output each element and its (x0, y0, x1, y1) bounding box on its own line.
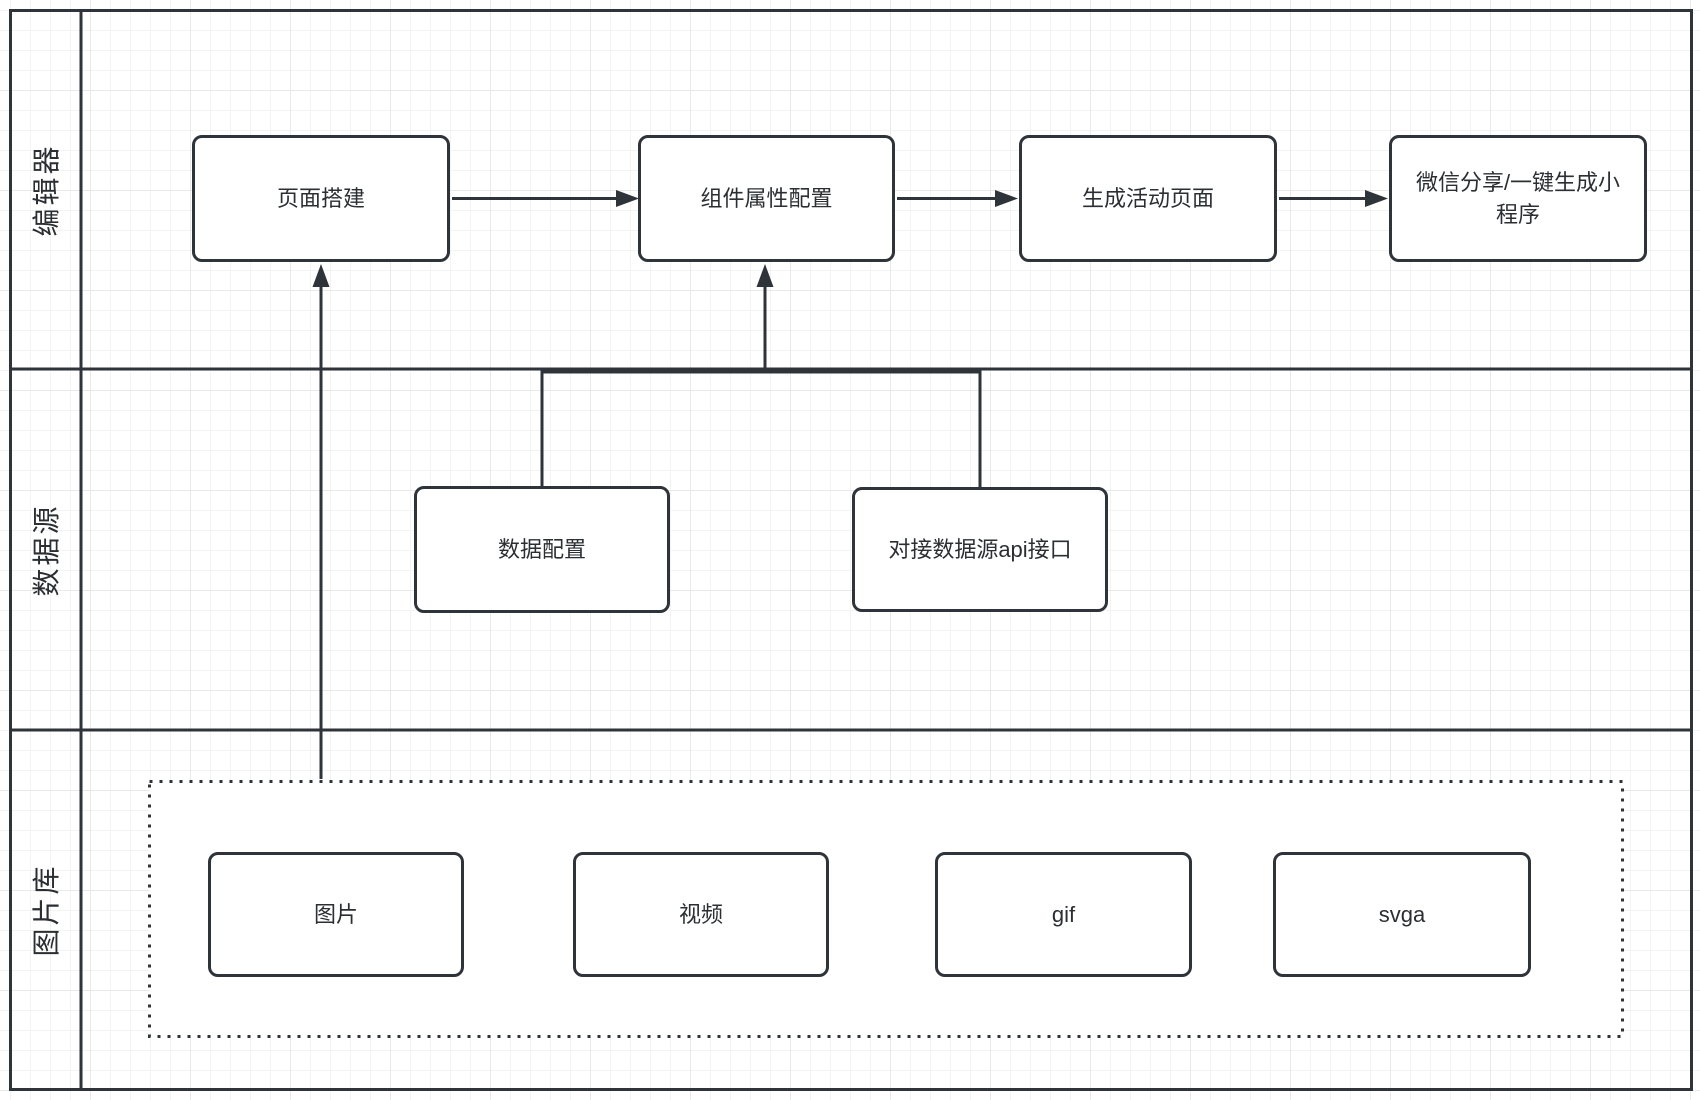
arrowhead-page-to-component (616, 190, 639, 207)
node-gif[interactable]: gif (935, 852, 1192, 977)
arrowhead-datasource-to-component (756, 264, 774, 287)
diagram-outer-frame (9, 9, 1693, 1091)
node-page-build[interactable]: 页面搭建 (192, 135, 450, 262)
node-datasource-api[interactable]: 对接数据源api接口 (852, 487, 1108, 612)
connector-datasource-junction (540, 370, 982, 487)
node-svga[interactable]: svga (1273, 852, 1531, 977)
arrowhead-generate-to-wechat (1365, 190, 1388, 207)
arrowhead-component-to-generate (995, 190, 1018, 207)
lane-label-editor: 编辑器 (31, 143, 62, 237)
node-video[interactable]: 视频 (573, 852, 829, 977)
node-component-property-config[interactable]: 组件属性配置 (638, 135, 895, 262)
node-generate-activity-page[interactable]: 生成活动页面 (1019, 135, 1277, 262)
lane-label-gallery: 图片库 (31, 863, 62, 957)
node-image[interactable]: 图片 (208, 852, 464, 977)
node-wechat-share-miniprogram[interactable]: 微信分享/一键生成小程序 (1389, 135, 1647, 262)
node-data-config[interactable]: 数据配置 (414, 486, 670, 613)
lane-label-datasource: 数据源 (31, 503, 62, 597)
arrowhead-gallery-to-page (312, 264, 330, 287)
